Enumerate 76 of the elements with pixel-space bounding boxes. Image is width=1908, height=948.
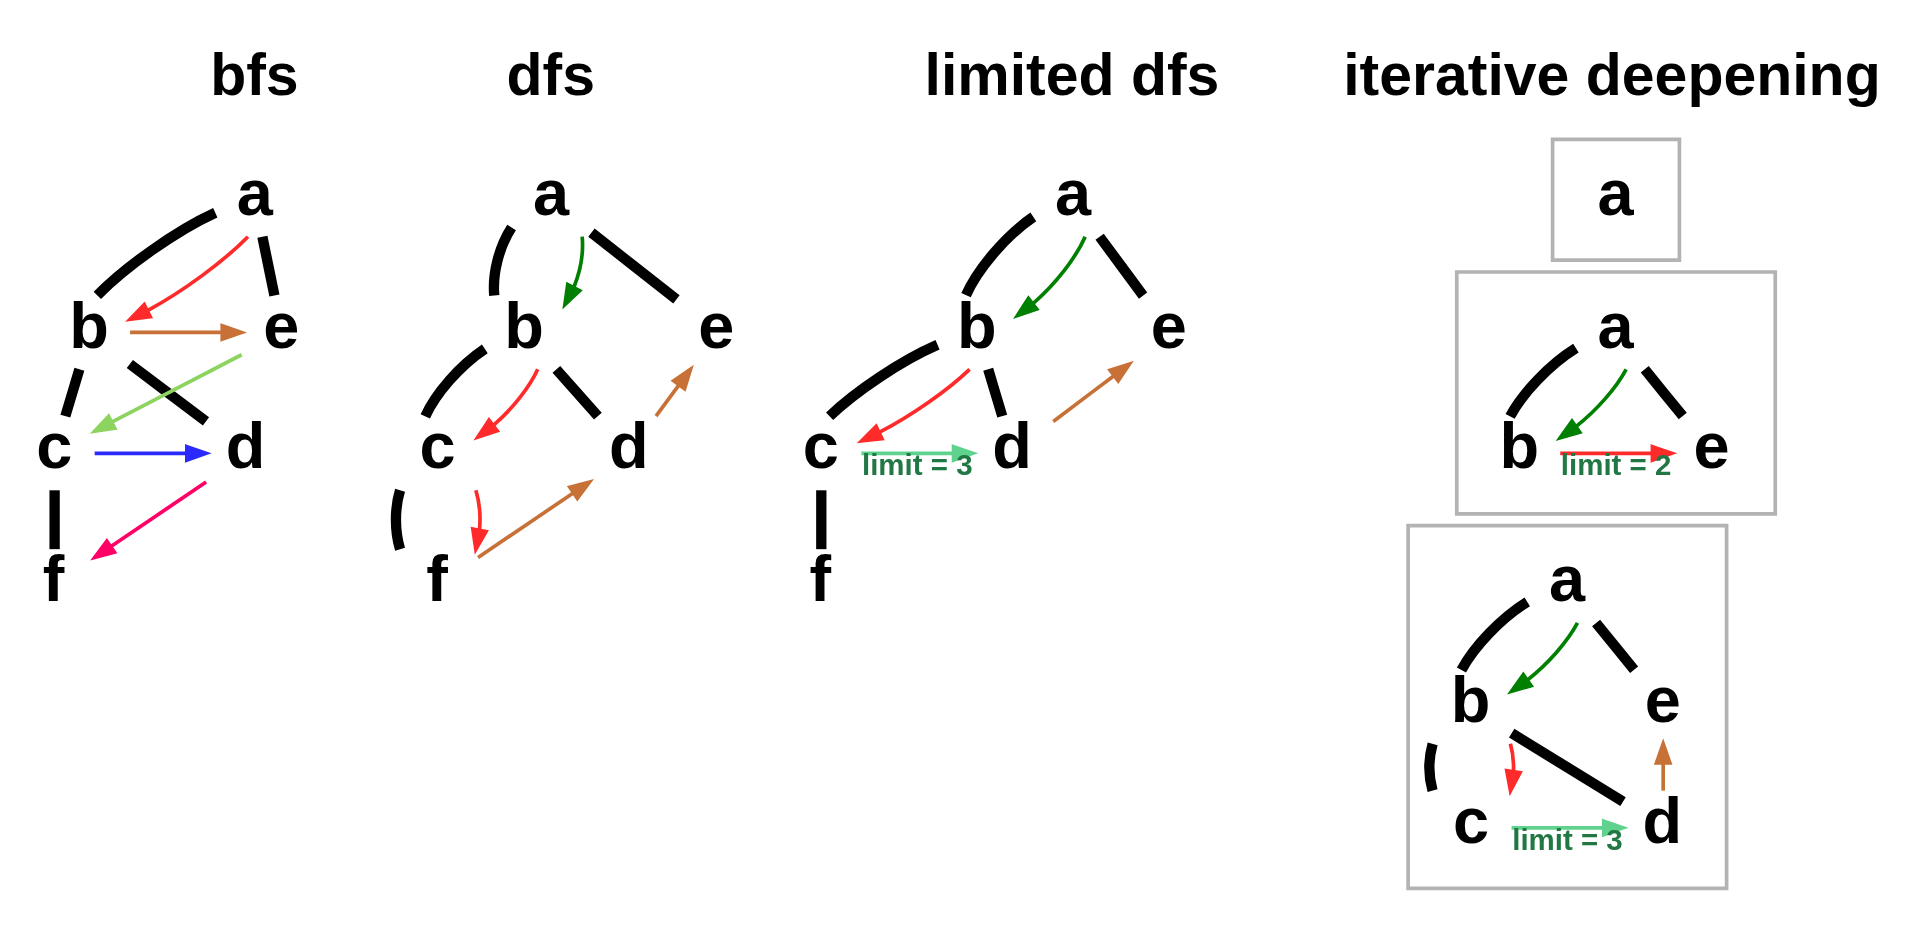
- connector: [1505, 343, 1579, 419]
- node-text: b: [504, 288, 544, 362]
- edge-label: limit = 3: [1512, 822, 1623, 856]
- arrow: [1653, 738, 1673, 791]
- node-text: f: [42, 542, 65, 616]
- node-text: e: [263, 288, 300, 362]
- arrow: [1506, 622, 1580, 695]
- connector: [1592, 619, 1639, 673]
- node-text: e: [1693, 409, 1730, 483]
- connector: [961, 212, 1037, 298]
- arrow: [477, 478, 595, 559]
- label: bfs: [210, 42, 299, 108]
- connector: [93, 208, 218, 300]
- connector: [390, 488, 406, 551]
- cluster: [1406, 523, 1729, 891]
- node-text: e: [1150, 288, 1187, 362]
- connector: [983, 367, 1008, 418]
- node-text: b: [956, 288, 997, 362]
- arrow: [1511, 818, 1629, 838]
- cluster: [1454, 270, 1778, 516]
- connector: [816, 490, 827, 550]
- connector: [1509, 728, 1626, 807]
- edge-label: limit = 2: [1560, 448, 1672, 482]
- edge-label: limit = 3: [862, 448, 973, 482]
- arrow: [90, 480, 208, 561]
- label: limited dfs: [924, 42, 1220, 108]
- connector: [826, 340, 940, 421]
- node-text: d: [608, 409, 649, 483]
- arrow: [856, 367, 971, 444]
- node-text: a: [533, 155, 570, 229]
- node-text: d: [225, 409, 266, 483]
- arrow: [1504, 743, 1523, 797]
- connector: [1095, 233, 1148, 299]
- node-text: d: [992, 409, 1032, 483]
- node-text: c: [36, 409, 73, 483]
- arrow: [1013, 235, 1087, 319]
- node-text: f: [809, 542, 832, 616]
- arrow: [562, 236, 585, 310]
- connector: [1457, 597, 1531, 673]
- node-text: a: [236, 155, 273, 229]
- arrow: [654, 364, 694, 418]
- node-text: e: [1644, 662, 1681, 736]
- arrow: [89, 353, 243, 434]
- connector: [1424, 742, 1438, 792]
- node-text: a: [1055, 155, 1092, 229]
- connector: [552, 365, 602, 420]
- arrow: [94, 444, 212, 463]
- arrow: [1555, 368, 1628, 441]
- arrow: [1052, 360, 1134, 423]
- node-text: a: [1597, 288, 1634, 362]
- node-text: b: [1450, 662, 1491, 736]
- node-text: e: [698, 288, 735, 362]
- cluster: [1550, 137, 1682, 263]
- arrow: [130, 323, 247, 342]
- node-text: b: [69, 288, 109, 362]
- arrow: [470, 489, 489, 555]
- arrow: [125, 235, 250, 322]
- arrow: [473, 368, 540, 441]
- connector: [588, 228, 680, 304]
- node-text: c: [1453, 783, 1490, 857]
- connector: [126, 359, 210, 426]
- connector: [60, 367, 85, 418]
- label: dfs: [506, 42, 595, 108]
- connector: [49, 490, 60, 550]
- connector: [1640, 366, 1687, 420]
- connector: [420, 344, 488, 419]
- node-text: a: [1597, 155, 1634, 229]
- node-text: c: [419, 409, 456, 483]
- node-text: f: [426, 542, 448, 616]
- connector: [488, 224, 516, 296]
- node-text: c: [802, 409, 839, 483]
- connector: [257, 235, 280, 297]
- node-text: b: [1499, 409, 1540, 483]
- node-text: a: [1548, 542, 1585, 616]
- label: iterative deepening: [1343, 42, 1881, 108]
- node-text: d: [1642, 783, 1683, 857]
